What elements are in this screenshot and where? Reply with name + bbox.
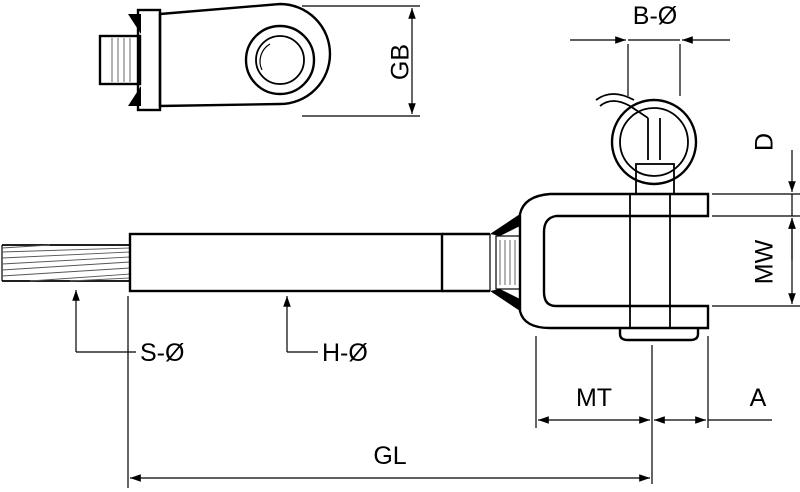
neck-shade-bottom <box>490 289 520 311</box>
h-dia-pointer: H-Ø <box>283 296 368 367</box>
b-dia-dimension: B-Ø <box>570 2 730 96</box>
s-dia-pointer: S-Ø <box>72 290 184 367</box>
mt-label: MT <box>576 384 612 412</box>
s-dia-label: S-Ø <box>140 339 184 367</box>
pin-head <box>618 328 700 342</box>
top-collar <box>136 8 162 112</box>
top-eye-hole <box>244 24 316 96</box>
top-eye-body <box>158 2 332 108</box>
b-dia-label: B-Ø <box>633 2 677 30</box>
h-dia-label: H-Ø <box>322 339 368 367</box>
split-ring <box>595 93 698 186</box>
fork-body <box>518 192 710 330</box>
mw-label: MW <box>751 239 779 284</box>
top-view <box>98 2 332 112</box>
mt-a-dimension: MT A <box>535 336 772 484</box>
wire-rope <box>1 244 131 282</box>
main-view <box>1 93 710 342</box>
pin-top <box>635 163 675 195</box>
top-stub <box>98 34 142 86</box>
gl-label: GL <box>373 442 406 470</box>
clevis-pin <box>629 193 671 329</box>
gb-label: GB <box>387 44 415 80</box>
d-label: D <box>751 133 779 151</box>
gl-dimension: GL <box>127 296 650 488</box>
neck-shade-top <box>490 214 520 236</box>
gb-dimension: GB <box>302 5 420 117</box>
mw-dimension: MW <box>712 218 800 307</box>
swage-sleeve <box>128 232 444 293</box>
a-label: A <box>750 384 767 412</box>
